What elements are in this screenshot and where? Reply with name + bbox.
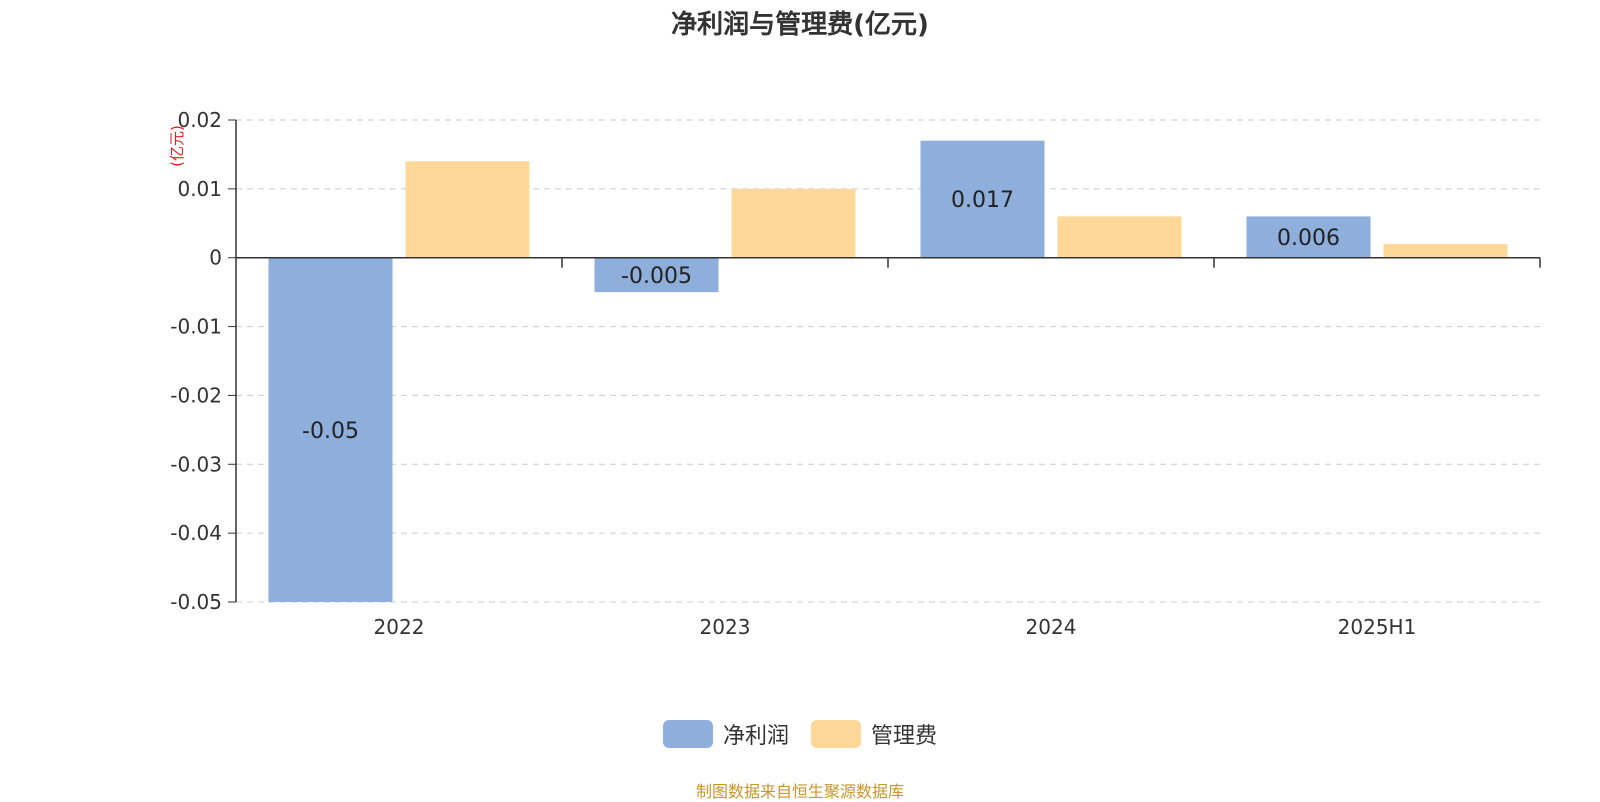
chart-title: 净利润与管理费(亿元) <box>671 10 929 40</box>
bars <box>268 140 1508 602</box>
x-tick-label: 2023 <box>700 615 751 639</box>
bar-admin-fee[interactable] <box>405 161 530 258</box>
legend-swatch-net-profit <box>662 720 713 748</box>
bar-admin-fee[interactable] <box>1383 243 1508 258</box>
legend-label-net-profit: 净利润 <box>722 724 789 749</box>
legend-item-net-profit[interactable]: 净利润 <box>662 718 789 750</box>
legend: 净利润 管理费 <box>0 718 1600 750</box>
legend-label-admin-fee: 管理费 <box>871 724 938 749</box>
data-label: 0.017 <box>951 188 1014 213</box>
bar-net-profit[interactable] <box>920 140 1045 258</box>
legend-item-admin-fee[interactable]: 管理费 <box>811 718 937 750</box>
source-note: 制图数据来自恒生聚源数据库 <box>695 782 904 801</box>
legend-swatch-admin-fee <box>811 720 861 748</box>
grid-lines <box>236 119 1540 603</box>
y-tick-label: -0.02 <box>170 383 222 407</box>
y-tick-label: 0.01 <box>177 177 222 201</box>
data-label: 0.006 <box>1277 226 1340 251</box>
labels: 0.02 0.01 0 -0.01 -0.02 -0.03 -0.04 -0.05 (亿元) -0… <box>168 108 1416 639</box>
x-tick-label: 2024 <box>1026 615 1077 639</box>
y-tick-label: -0.05 <box>170 590 222 614</box>
bar-admin-fee[interactable] <box>1057 216 1182 258</box>
bar-net-profit[interactable] <box>268 257 393 602</box>
y-tick-label: -0.03 <box>170 452 222 476</box>
y-tick-label: -0.01 <box>170 315 222 339</box>
y-tick-label: -0.04 <box>170 521 222 545</box>
bar-net-profit[interactable] <box>1246 216 1371 258</box>
y-tick-label: 0.02 <box>177 108 222 132</box>
data-label: -0.05 <box>302 419 359 444</box>
axes <box>228 119 1541 603</box>
bar-admin-fee[interactable] <box>731 188 856 258</box>
bar-net-profit[interactable] <box>594 257 719 293</box>
y-tick-label: 0 <box>209 246 222 270</box>
data-label: -0.005 <box>621 264 692 289</box>
y-axis-label: (亿元) <box>168 125 186 167</box>
x-tick-label: 2022 <box>374 615 425 639</box>
x-tick-label: 2025H1 <box>1338 615 1417 639</box>
